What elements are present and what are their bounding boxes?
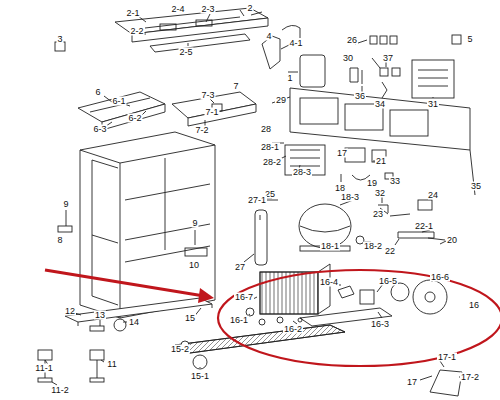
callout-number: 12 xyxy=(64,307,76,316)
callout-number: 6-3 xyxy=(92,125,107,134)
callout-number: 28 xyxy=(260,125,272,134)
callout-number: 33 xyxy=(389,177,401,186)
callout-number: 9 xyxy=(62,200,69,209)
callout-number: 18-1 xyxy=(320,242,340,251)
callout-number: 6-2 xyxy=(127,114,142,123)
callout-number: 16-6 xyxy=(430,273,450,282)
callout-number: 16-5 xyxy=(378,277,398,286)
callout-number: 2-4 xyxy=(170,5,185,14)
callout-number: 16-2 xyxy=(283,325,303,334)
callout-number: 19 xyxy=(366,179,378,188)
callout-number: 32 xyxy=(374,189,386,198)
callout-number: 17-1 xyxy=(437,353,457,362)
callout-number: 3 xyxy=(56,35,63,44)
callout-number: 11 xyxy=(106,360,117,369)
callout-number: 8 xyxy=(56,236,63,245)
callout-number: 21 xyxy=(375,157,387,166)
callout-number: 15 xyxy=(184,314,196,323)
callout-number: 16-1 xyxy=(229,316,249,325)
callout-number: 7-2 xyxy=(194,126,209,135)
callout-number: 14 xyxy=(128,318,140,327)
callout-number: 31 xyxy=(427,100,439,109)
callout-number: 22-1 xyxy=(414,222,434,231)
callout-number: 15-2 xyxy=(170,345,190,354)
callout-number: 9 xyxy=(191,219,198,228)
callout-number: 10 xyxy=(188,261,200,270)
callout-number: 16-7 xyxy=(234,293,254,302)
callout-number: 6 xyxy=(94,88,101,97)
callout-number: 22 xyxy=(384,247,396,256)
callout-number: 27-1 xyxy=(247,196,267,205)
callout-number: 2-1 xyxy=(125,9,140,18)
callout-number: 4-1 xyxy=(288,39,303,48)
callout-number: 17 xyxy=(336,149,348,158)
callout-number: 2-5 xyxy=(178,48,193,57)
callout-number: 26 xyxy=(346,36,358,45)
callout-number: 24 xyxy=(427,191,439,200)
callout-number: 7-1 xyxy=(204,108,219,117)
callout-number: 2-3 xyxy=(200,5,215,14)
callout-number: 28-3 xyxy=(292,168,312,177)
callout-number: 17-2 xyxy=(460,373,480,382)
callout-number: 34 xyxy=(374,100,386,109)
callout-number: 28-1 xyxy=(260,143,280,152)
callout-number: 30 xyxy=(342,54,354,63)
callout-number: 4 xyxy=(265,32,272,41)
callout-number: 11-1 xyxy=(34,364,53,373)
callout-number: 2-2 xyxy=(129,27,144,36)
callout-number: 37 xyxy=(382,54,394,63)
callout-number: 5 xyxy=(466,35,473,44)
callout-number: 2 xyxy=(246,3,253,12)
callout-number: 13 xyxy=(94,311,106,320)
callout-number: 6-1 xyxy=(111,97,126,106)
callout-number: 18-3 xyxy=(340,193,360,202)
callout-number: 15-1 xyxy=(190,372,210,381)
callout-number: 16-4 xyxy=(319,278,339,287)
callout-number: 1 xyxy=(286,74,293,83)
callout-number: 17 xyxy=(406,378,418,387)
callout-number: 36 xyxy=(354,92,366,101)
callout-number: 18 xyxy=(334,184,346,193)
callout-number: 20 xyxy=(446,236,458,245)
callout-number: 23 xyxy=(372,210,384,219)
callout-number: 27 xyxy=(234,263,246,272)
callout-number: 28-2 xyxy=(262,158,282,167)
callout-number: 16 xyxy=(468,301,480,310)
callout-number: 7-3 xyxy=(200,91,215,100)
callout-number: 16-3 xyxy=(370,320,390,329)
callout-number: 35 xyxy=(470,182,482,191)
callout-number: 7 xyxy=(232,82,239,91)
callout-number: 11-2 xyxy=(50,386,69,395)
callout-number: 29 xyxy=(275,96,287,105)
callout-number: 18-2 xyxy=(363,242,383,251)
